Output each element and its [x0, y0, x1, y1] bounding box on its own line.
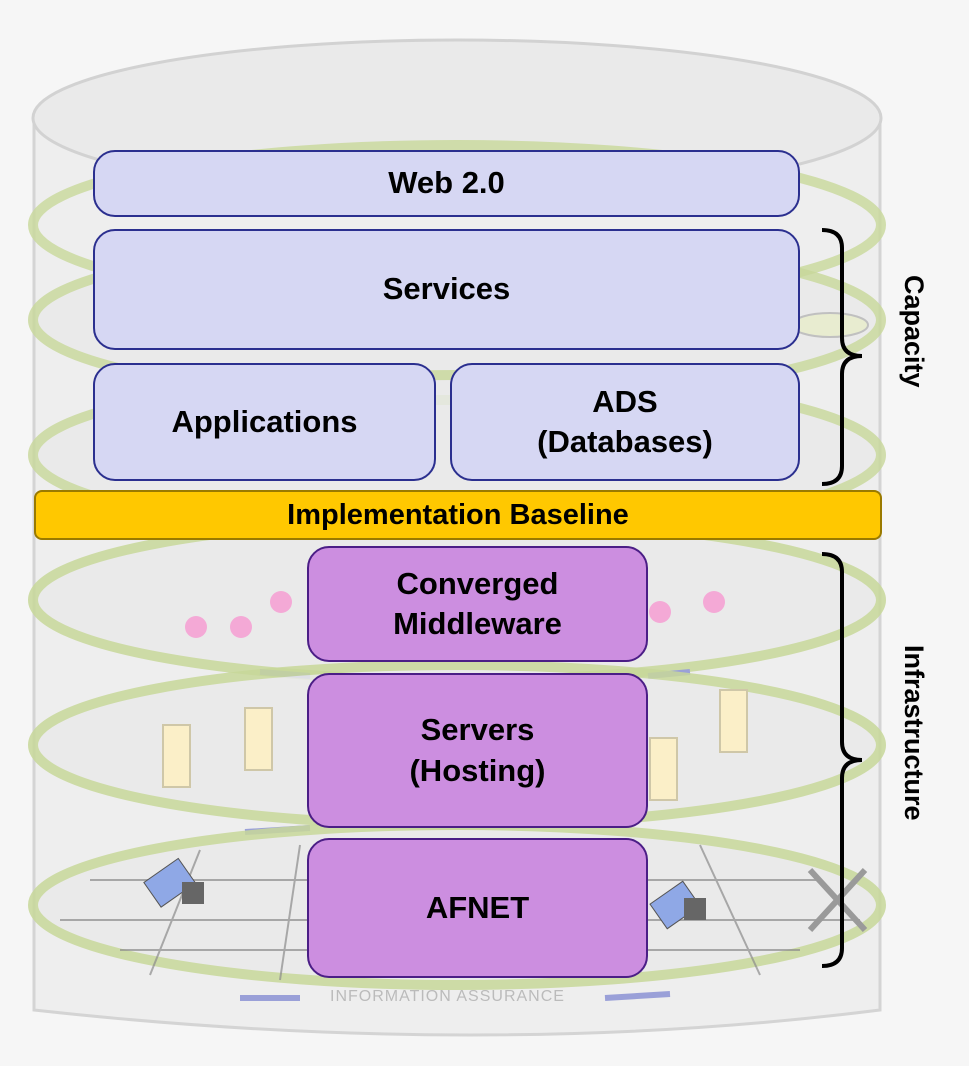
node-dot-4: [649, 601, 671, 623]
server-icons: [162, 689, 748, 801]
node-dot-5: [703, 591, 725, 613]
satellite-icon-right: [649, 880, 706, 930]
ads-databases-layer: ADS (Databases): [450, 363, 800, 481]
node-dot-1: [185, 616, 207, 638]
implementation-baseline-bar: Implementation Baseline: [34, 490, 882, 540]
ia-bottom-arrow-right: [604, 991, 671, 1001]
x-mark-icon: [807, 867, 868, 933]
disc-ring-decoration: [791, 312, 869, 338]
infrastructure-label: Infrastructure: [899, 645, 929, 821]
services-layer: Services: [93, 229, 800, 350]
node-dot-2: [230, 616, 252, 638]
node-dot-3: [270, 591, 292, 613]
infrastructure-bracket: [821, 552, 863, 968]
information-assurance-label: INFORMATION ASSURANCE: [330, 988, 565, 1005]
web20-layer: Web 2.0: [93, 150, 800, 217]
converged-middleware-layer: Converged Middleware: [307, 546, 648, 662]
applications-layer: Applications: [93, 363, 436, 481]
satellite-icon-left: [143, 857, 204, 908]
capacity-bracket: [821, 228, 863, 486]
afnet-layer: AFNET: [307, 838, 648, 978]
capacity-label: Capacity: [899, 275, 929, 388]
servers-hosting-layer: Servers (Hosting): [307, 673, 648, 828]
